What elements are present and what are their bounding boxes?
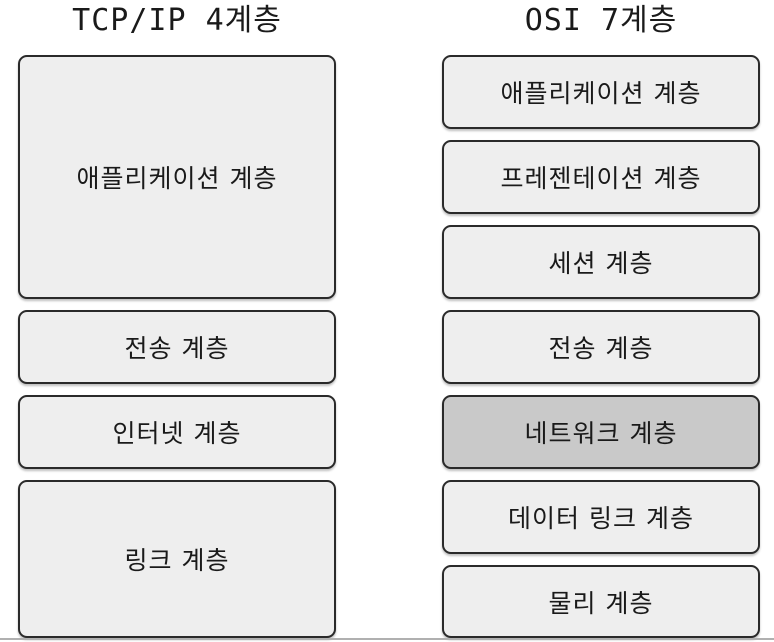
osi-layer-transport-label: 전송 계층 [548,334,654,363]
tcpip-layer-link-label: 링크 계층 [124,546,230,575]
tcpip-layer-internet: 인터넷 계층 [18,395,336,469]
tcpip-title: TCP/IP 4계층 [72,3,282,38]
osi-layer-application-label: 애플리케이션 계층 [500,79,702,108]
osi-layer-presentation-label: 프레젠테이션 계층 [500,164,702,193]
tcpip-layer-transport-label: 전송 계층 [124,334,230,363]
osi-layer-session-label: 세션 계층 [548,249,654,278]
osi-layer-presentation: 프레젠테이션 계층 [442,140,760,214]
bottom-divider [0,638,774,640]
osi-layer-transport: 전송 계층 [442,310,760,384]
osi-layer-datalink-label: 데이터 링크 계층 [508,504,694,533]
tcpip-layer-application: 애플리케이션 계층 [18,55,336,299]
osi-layer-physical-label: 물리 계층 [548,588,654,618]
osi-title: OSI 7계층 [524,3,678,38]
tcpip-layer-link: 링크 계층 [18,480,336,638]
tcpip-layer-application-label: 애플리케이션 계층 [76,164,278,193]
osi-layer-session: 세션 계층 [442,225,760,299]
tcpip-layer-internet-label: 인터넷 계층 [112,419,242,448]
osi-layer-datalink: 데이터 링크 계층 [442,480,760,554]
osi-layer-application: 애플리케이션 계층 [442,55,760,129]
osi-layer-physical: 물리 계층 [442,565,760,638]
osi-layer-network: 네트워크 계층 [442,395,760,469]
tcpip-layer-transport: 전송 계층 [18,310,336,384]
osi-layer-network-label: 네트워크 계층 [524,419,678,448]
